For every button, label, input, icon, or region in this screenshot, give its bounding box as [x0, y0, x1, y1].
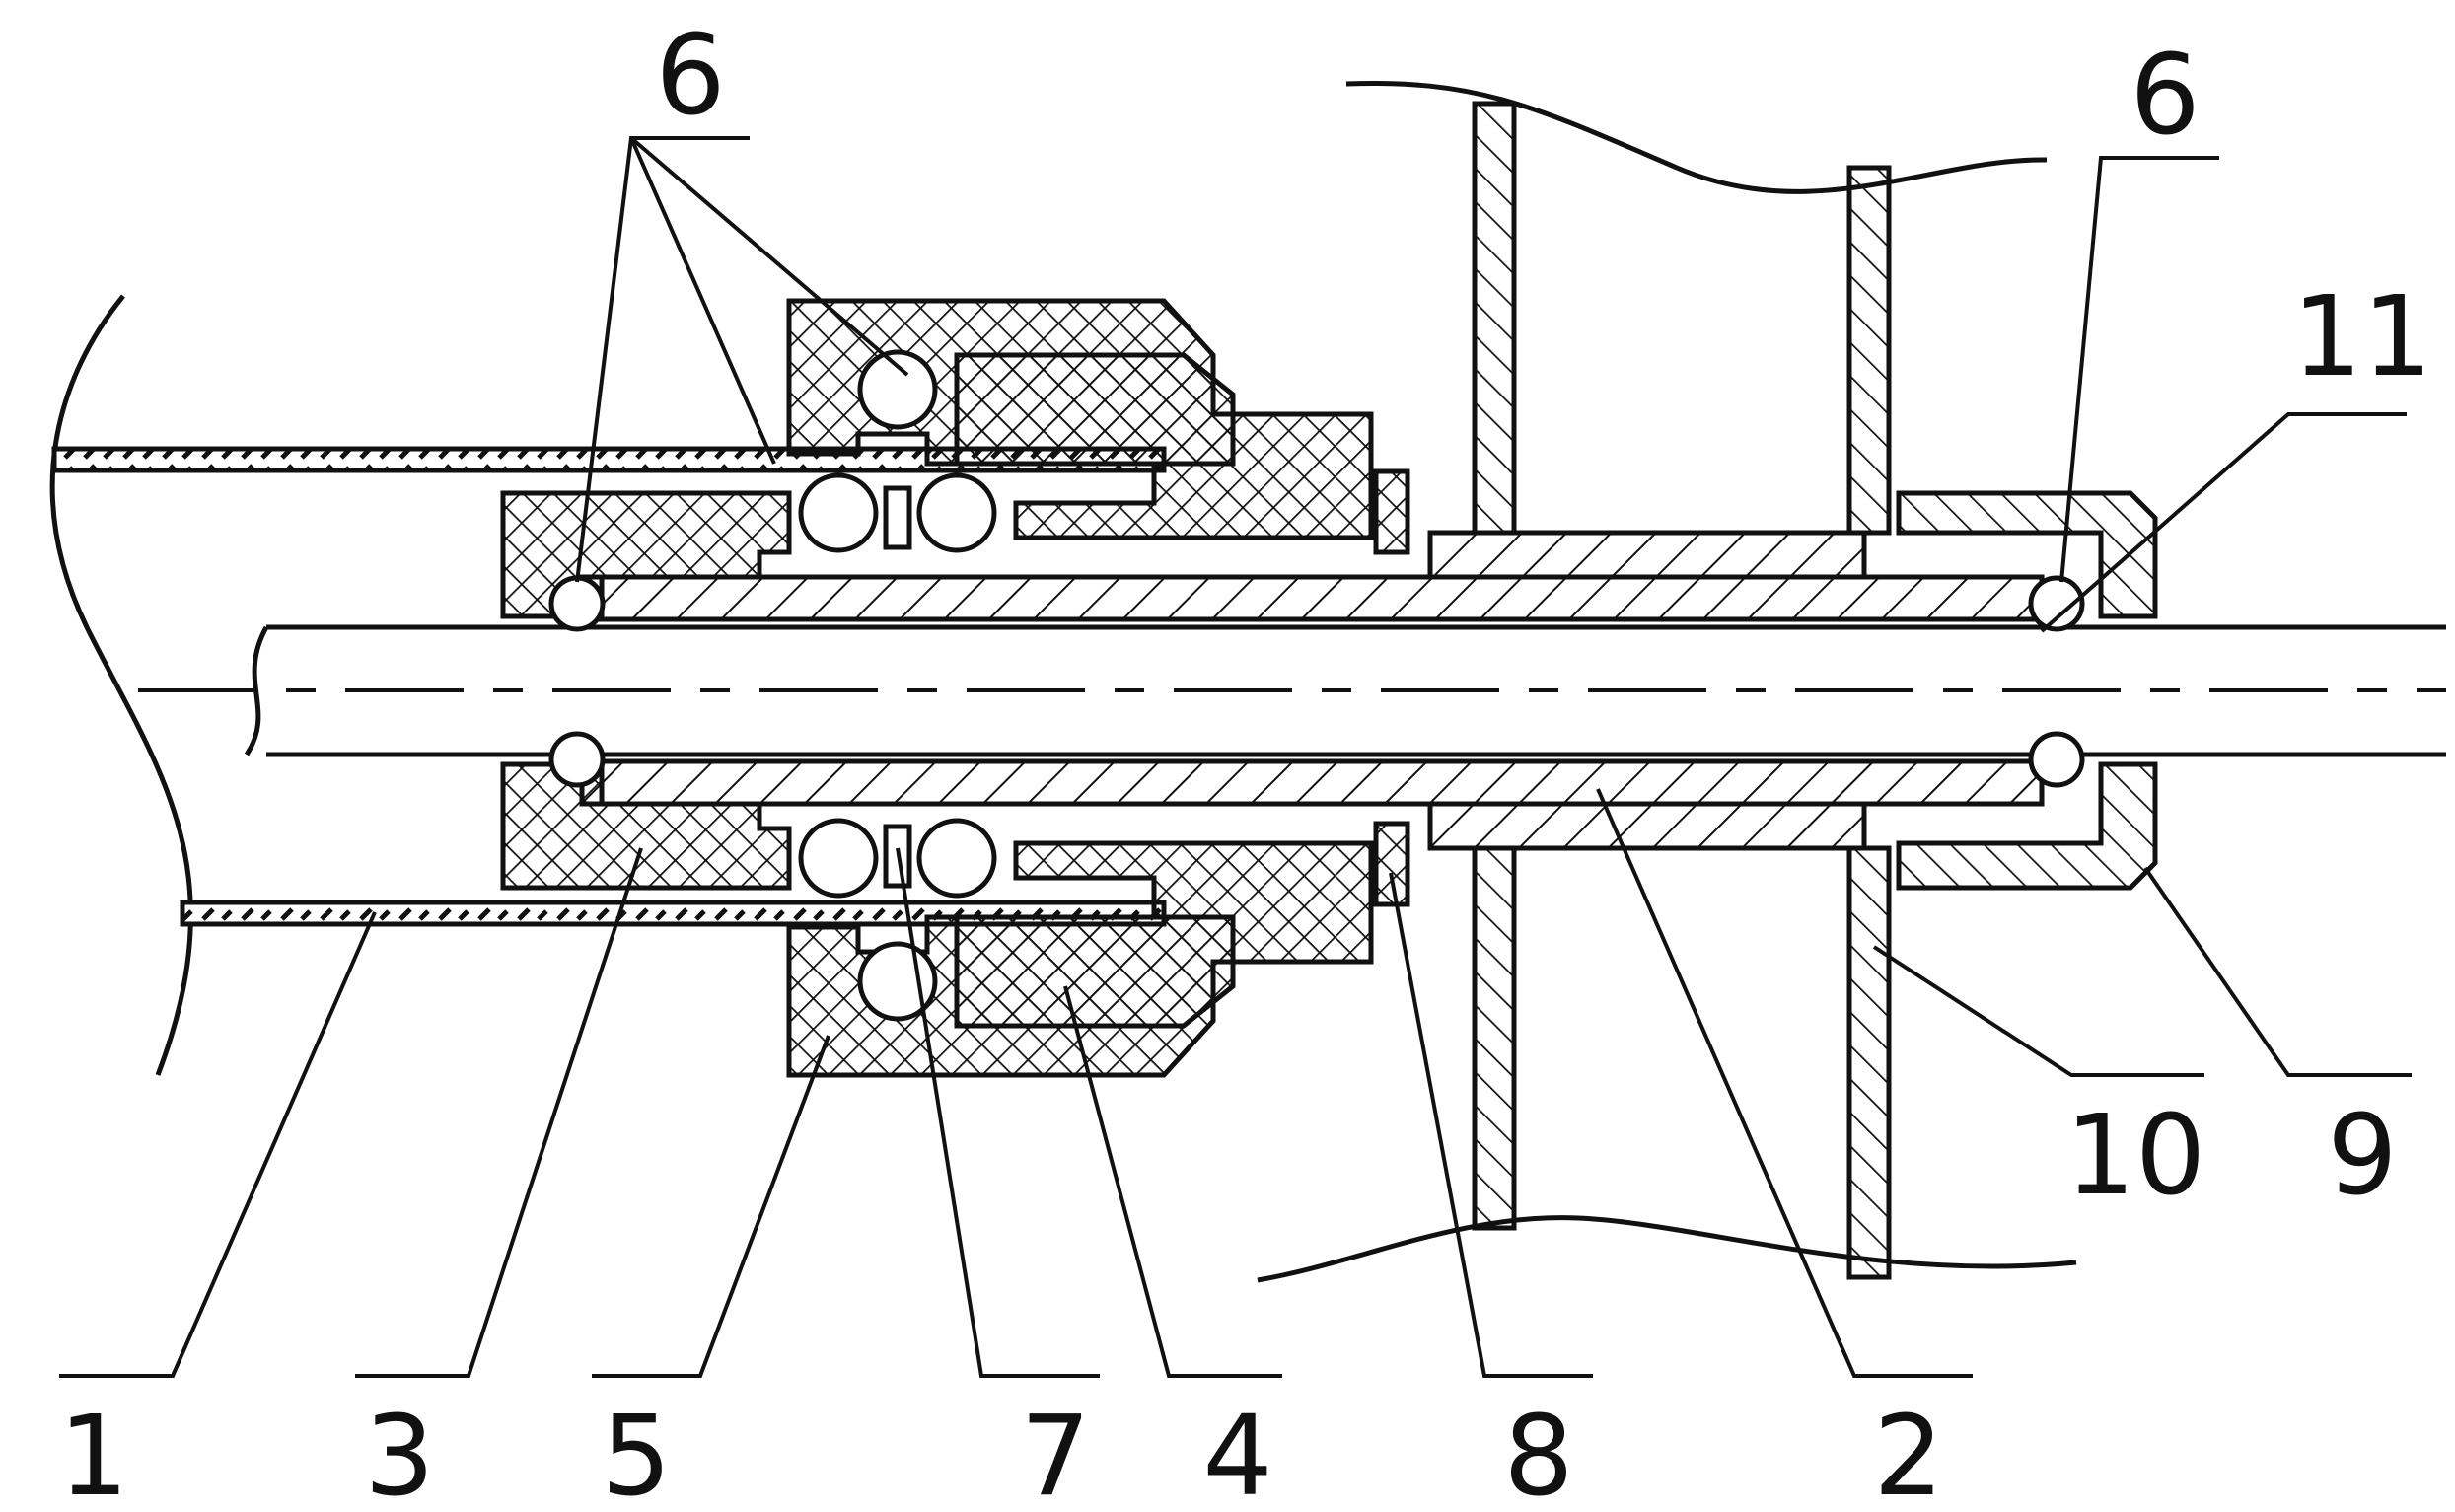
label-11: 11 — [2292, 273, 2433, 401]
ball-left-bottom — [548, 731, 606, 788]
label-7: 7 — [1020, 1393, 1090, 1512]
label-3: 3 — [364, 1393, 434, 1512]
label-6-left: 6 — [655, 12, 725, 140]
leader-7 — [896, 847, 1100, 1378]
ring-4-bottom — [954, 914, 1236, 1029]
ring-4-top — [954, 352, 1236, 467]
ball-right-top — [2028, 575, 2085, 632]
bottom-break-line — [1257, 1215, 2077, 1283]
left-break-line — [49, 294, 193, 1076]
label-4: 4 — [1202, 1393, 1272, 1512]
sleeve-2-flange-b — [1427, 801, 1867, 851]
label-2: 2 — [1873, 1393, 1943, 1512]
drawing-geometry — [49, 81, 2446, 1378]
ball-top-right — [916, 472, 997, 553]
seal-8-bottom — [1373, 821, 1410, 907]
sleeve-2-top — [579, 574, 2045, 622]
sleeve-2-bottom — [579, 758, 2045, 807]
leader-11 — [2040, 412, 2407, 633]
ball-bottom-right — [916, 818, 997, 899]
leader-9 — [2143, 866, 2412, 1077]
leader-4 — [1063, 985, 1282, 1378]
leader-5 — [592, 1035, 830, 1378]
leader-10 — [1872, 945, 2204, 1077]
plate-right-bottom — [1846, 845, 1892, 1280]
nut-9-top — [1896, 490, 2158, 619]
sleeve-2-flange — [1427, 530, 1867, 580]
part-labels: 1 3 5 7 4 8 2 10 9 11 6 6 — [58, 12, 2432, 1512]
nut-9-bottom — [1896, 761, 2158, 891]
label-1: 1 — [58, 1393, 128, 1512]
seal-8-top — [1373, 468, 1410, 555]
spacer-7-bottom — [883, 824, 912, 889]
spacer-7-top — [883, 485, 912, 550]
ball-right-bottom — [2028, 731, 2085, 788]
leader-3 — [355, 847, 643, 1378]
leader-2 — [1596, 788, 1973, 1378]
ball-top-outer — [857, 349, 938, 430]
ball-bottom-left — [798, 818, 879, 899]
ball-left-top — [548, 575, 606, 632]
leader-1 — [59, 911, 377, 1378]
top-break-line — [1345, 81, 2048, 194]
leader-8 — [1389, 872, 1593, 1378]
leader-6b — [2059, 156, 2219, 583]
label-10: 10 — [2065, 1092, 2206, 1220]
plate-left-bottom — [1472, 845, 1517, 1231]
plate-left-top — [1472, 101, 1517, 536]
housing-3-bottom — [500, 761, 792, 891]
label-8: 8 — [1503, 1393, 1573, 1512]
leader-6a — [575, 136, 909, 583]
plate-right-top — [1846, 165, 1892, 536]
label-6-right: 6 — [2130, 32, 2200, 160]
label-9: 9 — [2327, 1092, 2397, 1220]
ball-top-left — [798, 472, 879, 553]
label-5: 5 — [601, 1393, 671, 1512]
